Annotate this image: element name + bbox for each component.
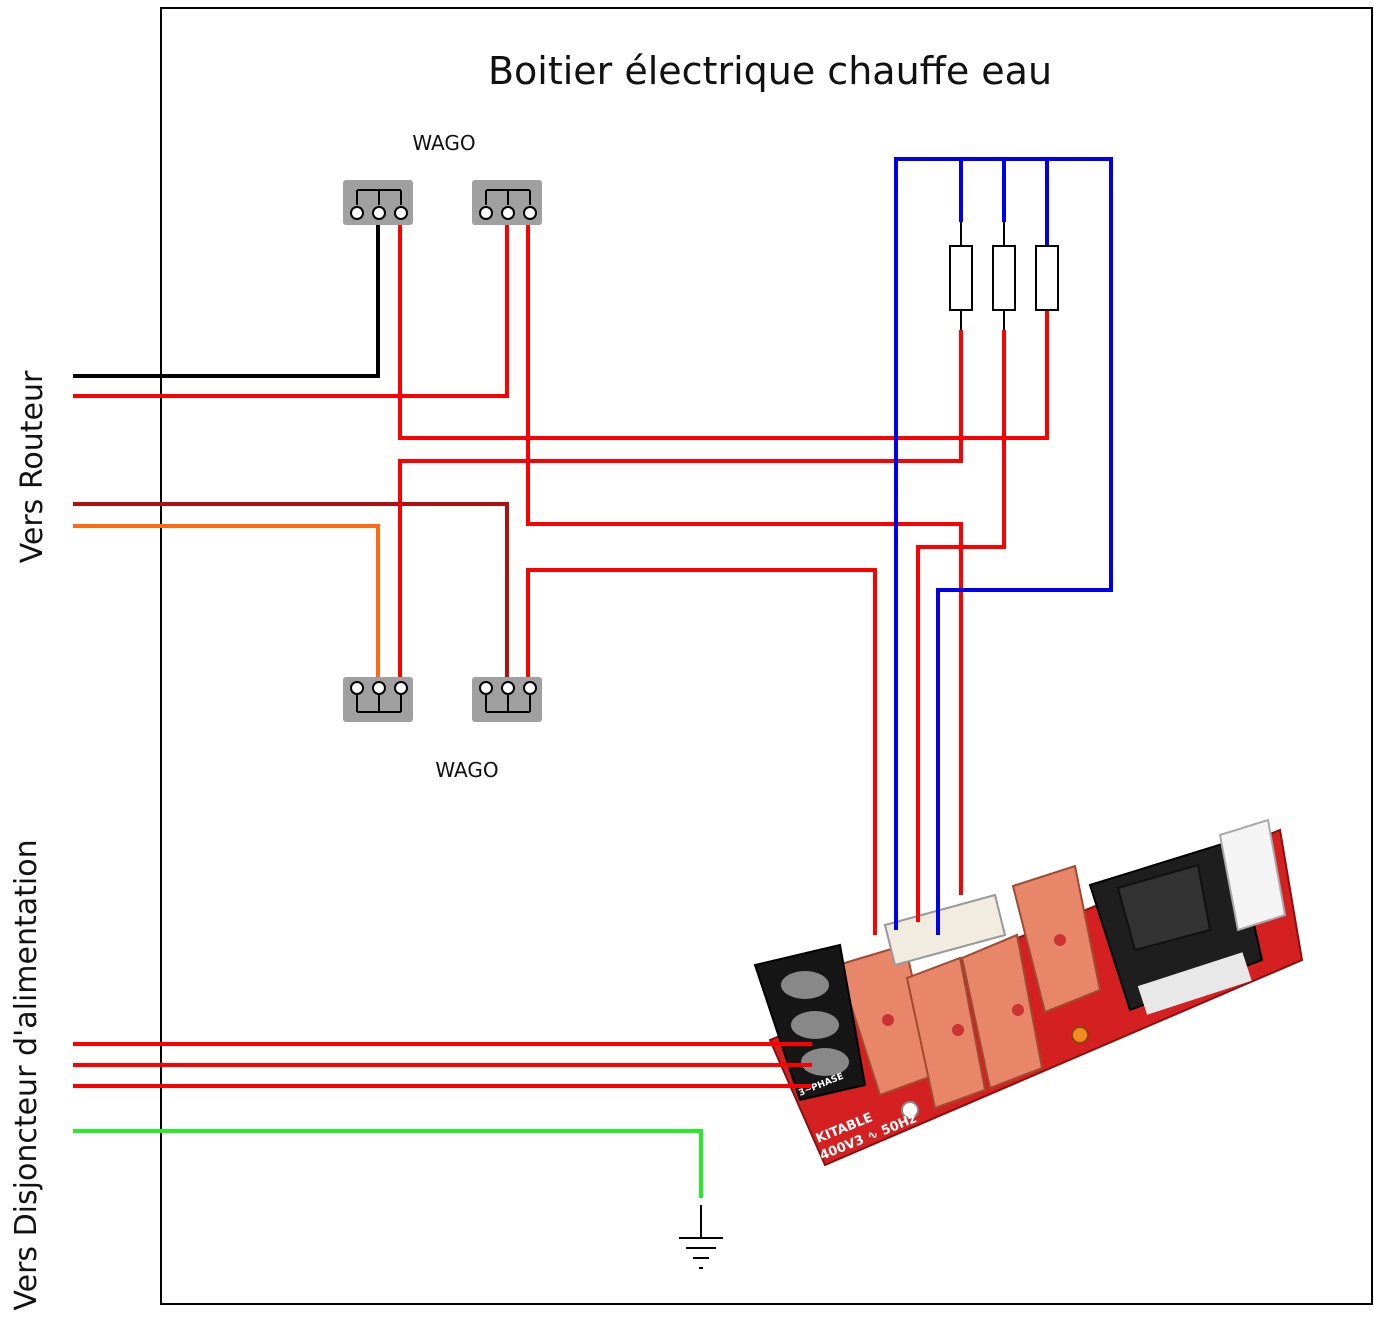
wire-green-earth [73,1129,703,1198]
wago-bottom-label: WAGO [435,758,498,782]
wire-blue-neutral-a [894,157,1113,935]
wire-orange-router [73,524,380,680]
wire-red-d [526,568,877,935]
enclosure-box [160,7,1373,1305]
relay-board: KITABLE 400V3 ∿ 50Hz 3~PHASE [753,818,1304,1167]
enclosure-title: Boitier électrique chauffe eau [488,49,1052,93]
wire-red-b [526,222,963,895]
wire-red-a [398,222,1049,440]
breaker-label: Vers Disjoncteur d'alimentation [9,839,44,1310]
relay-icon [836,864,1102,1110]
transformer-icon [1088,838,1264,1015]
ground-icon [679,1205,723,1269]
status-led [1071,1026,1089,1044]
wago-top-label: WAGO [412,131,475,155]
signal-connector [883,893,1007,967]
router-label: Vers Routeur [15,370,50,563]
wire-red-c [398,330,963,680]
resistor-icon [949,222,1059,330]
wire-red-router [73,222,509,398]
wire-black-router [73,222,380,378]
wago-connector-icon [343,180,542,722]
terminal-block-icon [753,943,867,1102]
wire-red-e [916,330,1006,922]
wire-darkred-router [73,502,509,680]
